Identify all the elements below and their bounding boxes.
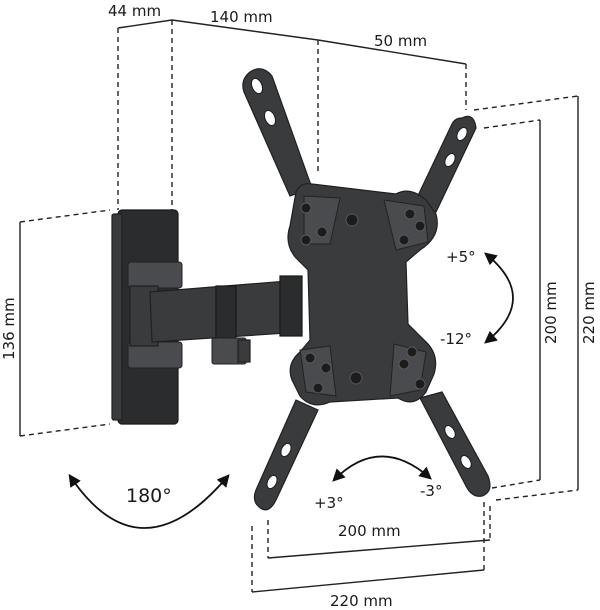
dimension-lines [19,19,579,593]
vesa-screws [300,202,426,394]
extension-label: 50 mm [374,32,427,50]
swivel-arrow [68,473,230,529]
wall-mount-illustration [111,68,491,511]
vesa-horizontal-inner-label: 200 mm [338,522,401,540]
vesa-arm-bottom-right [419,391,491,497]
vesa-vertical-outer-label: 220 mm [580,281,598,344]
rotation-left-label: +3° [314,494,344,512]
depth-label: 44 mm [108,2,161,20]
vesa-arm-top-right [413,115,477,213]
vesa-arm-top-left [242,68,313,197]
vesa-plate [287,183,438,406]
swivel-label: 180° [126,485,172,507]
tilt-up-label: +5° [446,248,476,266]
arm-length-label: 140 mm [210,8,273,26]
vesa-arm-bottom-left [253,399,319,511]
vesa-horizontal-outer-label: 220 mm [330,592,393,610]
tilt-down-label: -12° [440,330,472,348]
wall-plate-height-label: 136 mm [0,297,18,360]
swivel-arm [149,275,303,365]
rotation-right-label: -3° [420,482,442,500]
tilt-arrow [484,252,514,344]
rotation-arrow [332,455,432,482]
vesa-vertical-inner-label: 200 mm [542,281,560,344]
